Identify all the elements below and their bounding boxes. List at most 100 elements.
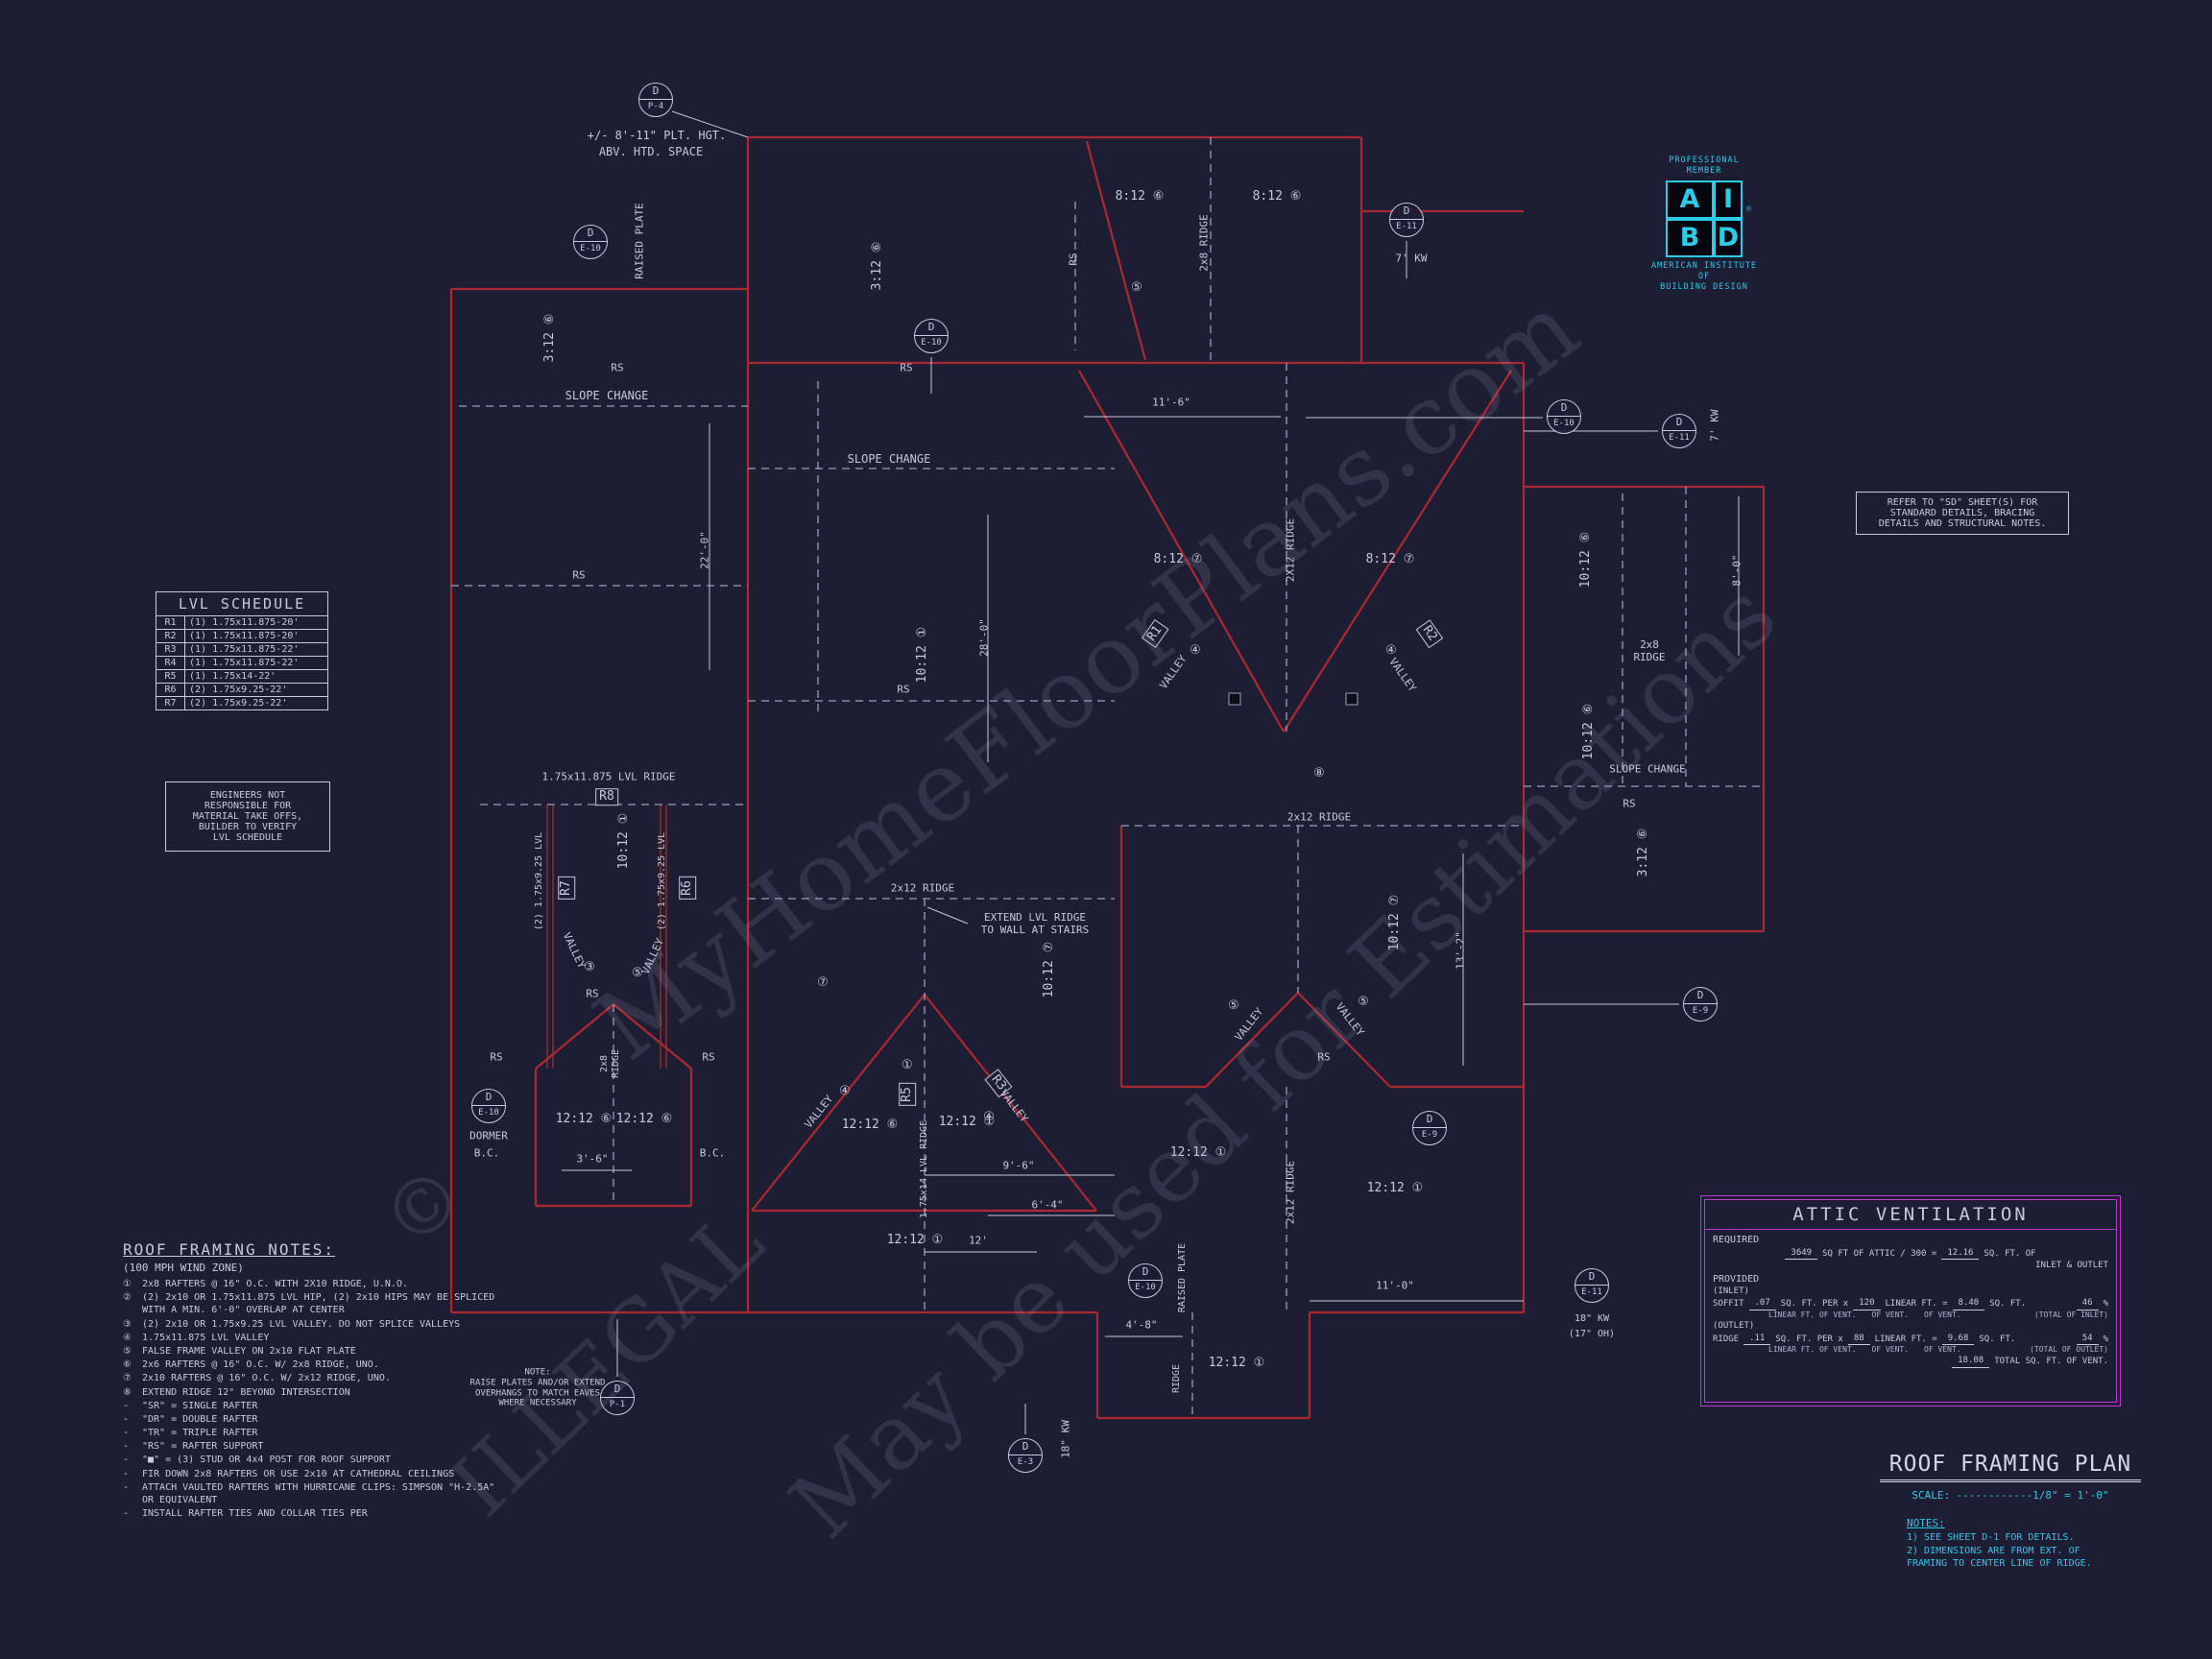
attic-sqft-text-2: SQ. FT. bbox=[1979, 1334, 2016, 1344]
lvl-row-spec: (1) 1.75x14-22' bbox=[189, 671, 276, 682]
lvl-row-spec: (1) 1.75x11.875-20' bbox=[189, 631, 300, 641]
framing-note-marker: ⑧ bbox=[123, 1386, 132, 1398]
attic-required-value: 12.16 bbox=[1941, 1247, 1980, 1260]
framing-note-item: -ATTACH VAULTED RAFTERS WITH HURRICANE C… bbox=[123, 1481, 499, 1506]
lvl-schedule-row: R7 (2) 1.75x9.25-22' bbox=[156, 697, 327, 709]
attic-ventilation-inner: ATTIC VENTILATION REQUIRED 3649 SQ FT OF… bbox=[1704, 1199, 2117, 1403]
attic-required-units: SQ. FT. OF bbox=[1984, 1248, 2036, 1259]
attic-pct-sign-2: % bbox=[2103, 1334, 2108, 1344]
framing-note-marker: - bbox=[123, 1455, 130, 1466]
framing-note-item: ③(2) 2x10 OR 1.75x9.25 LVL VALLEY. DO NO… bbox=[123, 1318, 499, 1331]
lvl-schedule-row: R5(1) 1.75x14-22' bbox=[156, 670, 327, 684]
attic-sub-lf-vent-1: LINEAR FT. OF VENT. bbox=[1768, 1310, 1857, 1319]
attic-per-text-1: SQ. FT. PER x bbox=[1780, 1299, 1849, 1310]
sheet-notes-label: NOTES: bbox=[1907, 1517, 1945, 1529]
framing-note-text: 2x8 RAFTERS @ 16" O.C. WITH 2X10 RIDGE, … bbox=[142, 1279, 408, 1289]
aibd-letter-grid: A I B D ® bbox=[1644, 180, 1765, 258]
framing-note-marker: ② bbox=[123, 1292, 132, 1304]
attic-required-text: SQ FT OF ATTIC / 300 = bbox=[1822, 1248, 1937, 1259]
framing-note-marker: - bbox=[123, 1428, 130, 1439]
lvl-schedule-title: LVL SCHEDULE bbox=[156, 592, 327, 616]
framing-note-text: 1.75x11.875 LVL VALLEY bbox=[142, 1332, 270, 1343]
attic-soffit-total-value: 8.40 bbox=[1952, 1297, 1985, 1310]
attic-ridge-per-value: .11 bbox=[1743, 1333, 1771, 1345]
sheet-scale: SCALE: ------------1/8" = 1'-0" bbox=[1911, 1489, 2109, 1502]
lvl-row-id: R1 bbox=[156, 616, 185, 629]
framing-note-text: INSTALL RAFTER TIES AND COLLAR TIES PER bbox=[142, 1508, 368, 1520]
refer-to-sd-note: REFER TO "SD" S­HEET(S) FOR STANDARD DET… bbox=[1856, 492, 2069, 535]
lvl-row-id: R4 bbox=[156, 657, 185, 669]
lvl-schedule-row: R3(1) 1.75x11.875-22' bbox=[156, 643, 327, 657]
dimension-and-leader-lines bbox=[562, 110, 1740, 1434]
attic-sub-of-vent-2a: OF VENT. bbox=[1871, 1344, 1910, 1354]
framing-note-text: ATTACH VAULTED RAFTERS WITH HURRICANE CL… bbox=[142, 1481, 495, 1505]
framing-note-marker: ⑥ bbox=[123, 1359, 132, 1371]
aibd-letter-a: A bbox=[1666, 180, 1714, 220]
lvl-row-spec: (1) 1.75x11.875-22' bbox=[189, 644, 300, 655]
engineer-note: ENGINEERS NOT RESPONSIBLE FOR MATERIAL T… bbox=[165, 781, 330, 852]
sheet-note-line: 1) SEE SHEET D-1 FOR DETAILS. bbox=[1907, 1532, 2075, 1543]
lvl-row-id: R6 bbox=[156, 684, 185, 696]
framing-note-text: EXTEND RIDGE 12" BEYOND INTERSECTION bbox=[142, 1386, 350, 1398]
framing-note-text: "TR" = TRIPLE RAFTER bbox=[142, 1428, 258, 1439]
framing-note-marker: - bbox=[123, 1508, 130, 1520]
attic-grand-total-value: 18.08 bbox=[1952, 1355, 1990, 1368]
roof-outline-red-lines bbox=[449, 135, 1766, 1420]
aibd-letter-i: I bbox=[1714, 180, 1743, 220]
framing-note-item: - "■" = (3) STUD OR 4x4 POST FOR ROOF SUP… bbox=[123, 1454, 499, 1466]
aibd-registered-mark: ® bbox=[1746, 204, 1751, 214]
framing-note-item: ⑦ 2x10 RAFTERS @ 16" O.C. W/ 2x12 RIDGE, … bbox=[123, 1372, 499, 1384]
attic-lf-eq-text-1: LINEAR FT. = bbox=[1885, 1299, 1948, 1310]
framing-note-marker: - bbox=[123, 1481, 130, 1493]
framing-note-item: -FIR DOWN 2x8 RAFTERS OR USE 2x10 AT CAT… bbox=[123, 1468, 499, 1480]
framing-note-item: - "SR" = SINGLE RAFTER bbox=[123, 1400, 499, 1412]
lvl-schedule-row: R1 (1) 1.75x11.875-20' bbox=[156, 616, 327, 630]
framing-note-text: "RS" = RAFTER SUPPORT bbox=[142, 1441, 264, 1453]
framing-note-text: 2x10 RAFTERS @ 16" O.C. W/ 2x12 RIDGE, U… bbox=[142, 1373, 391, 1384]
attic-sub-of-vent-1a: OF VENT. bbox=[1871, 1310, 1910, 1319]
framing-note-marker: - bbox=[123, 1400, 130, 1411]
attic-lf-eq-text-2: LINEAR FT. = bbox=[1874, 1334, 1937, 1344]
framing-note-marker: - bbox=[123, 1413, 130, 1425]
framing-note-marker: ⑦ bbox=[123, 1373, 132, 1384]
framing-note-marker: ④ bbox=[123, 1332, 132, 1343]
aibd-org-line3: BUILDING DESIGN bbox=[1660, 282, 1748, 293]
lvl-schedule-rows: R1(1) 1.75x11.875-20'R2(1) 1.75x11.875-2… bbox=[156, 616, 327, 709]
attic-outlet-pct-value: 54 bbox=[2076, 1333, 2099, 1345]
sheet-title: ROOF FRAMING PLAN bbox=[1880, 1452, 2141, 1482]
attic-outlet-tag: (OUTLET) bbox=[1713, 1321, 1755, 1332]
roof-framing-notes: ROOF FRAMING NOTES: (100 MPH WIND ZONE) … bbox=[123, 1240, 499, 1521]
aibd-letter-b: B bbox=[1666, 219, 1714, 258]
framing-note-item: ⑥ 2x6 RAFTERS @ 16" O.C. W/ 2x8 RIDGE, UN… bbox=[123, 1358, 499, 1371]
framing-note-marker: - bbox=[123, 1441, 130, 1453]
lvl-schedule-table: LVL SCHEDULE R1(1) 1.75x11.875-20'R2(1) … bbox=[156, 591, 328, 710]
framing-note-text: "■" = (3) STUD OR 4x4 POST FOR ROOF SUPP… bbox=[142, 1455, 391, 1466]
aibd-letter-d: D bbox=[1714, 219, 1743, 258]
aibd-logo: PROFESSIONAL MEMBER A I B D ® AMERICAN I… bbox=[1644, 156, 1765, 293]
attic-sub-lf-vent-2: LINEAR FT. OF VENT. bbox=[1768, 1344, 1857, 1354]
attic-soffit-label: SOFFIT bbox=[1713, 1299, 1744, 1310]
sheet-note-line: 2) DIMENSIONS ARE FROM EXT. OF FRAMING T… bbox=[1907, 1545, 2092, 1570]
lvl-row-spec: (1) 1.75x11.875-20' bbox=[189, 617, 300, 628]
attic-grand-total-text-2: OF VENT. bbox=[2066, 1357, 2108, 1367]
attic-inlet-pct-value: 46 bbox=[2076, 1297, 2099, 1310]
roof-framing-notes-subtitle: (100 MPH WIND ZONE) bbox=[123, 1262, 244, 1274]
attic-sub-of-vent-2b: OF VENT. bbox=[1924, 1344, 1961, 1354]
attic-sqft-text-1: SQ. FT. bbox=[1989, 1299, 2027, 1310]
attic-pct-sign-1: % bbox=[2103, 1299, 2108, 1310]
attic-grand-total-text-1: TOTAL SQ. FT. bbox=[1994, 1357, 2062, 1367]
attic-required-label: REQUIRED bbox=[1713, 1235, 1760, 1245]
aibd-professional-label: PROFESSIONAL bbox=[1669, 156, 1740, 165]
lvl-schedule-row: R6(2) 1.75x9.25-22' bbox=[156, 684, 327, 697]
framing-note-text: 2x6 RAFTERS @ 16" O.C. W/ 2x8 RIDGE, UNO… bbox=[142, 1359, 379, 1371]
framing-note-marker: ⑤ bbox=[123, 1345, 132, 1357]
sheet-notes: NOTES: 1) SEE SHEET D-1 FOR DETAILS. 2) D… bbox=[1880, 1517, 2141, 1571]
sheet-notes-list: 1) SEE SHEET D-1 FOR DETAILS. 2) DIMENSIO… bbox=[1907, 1531, 2141, 1571]
framing-note-text: "SR" = SINGLE RAFTER bbox=[142, 1400, 258, 1411]
lvl-row-id: R7 bbox=[156, 697, 185, 709]
lvl-row-spec: (2) 1.75x9.25-22' bbox=[189, 698, 288, 709]
